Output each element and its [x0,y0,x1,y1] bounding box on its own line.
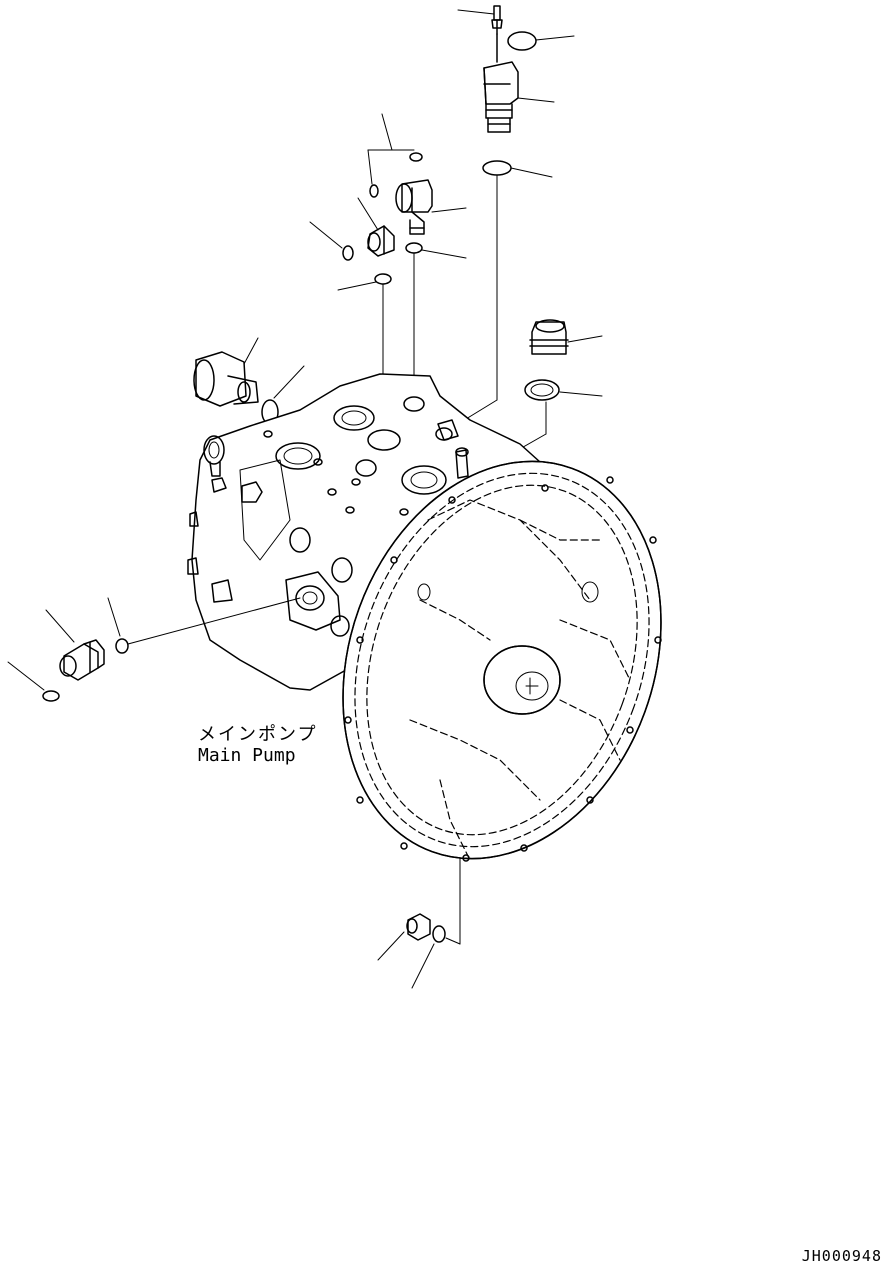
elbow-fitting-1 [395,179,433,235]
o-ring-5 [342,245,354,261]
o-ring-1 [507,31,537,51]
o-ring-3 [409,152,423,162]
elbow-fitting-left [59,639,105,681]
elbow-fitting-2 [367,225,395,257]
drain-plug-bottom [406,913,431,941]
main-pump-label-en: Main Pump [198,745,296,766]
o-ring-11 [432,925,446,943]
o-ring-7 [374,273,392,285]
plug-right [529,319,569,355]
main-pump-label-jp: メインポンプ [198,724,318,745]
pressure-sensor-top [483,5,519,133]
flywheel-housing [342,460,662,862]
o-ring-2 [482,160,512,176]
o-ring-10 [115,638,129,654]
o-ring-9 [42,690,60,702]
leader-lines-top [457,9,575,178]
leader-lines-left [7,597,301,691]
plug-left [193,351,259,407]
drawing-id: JH000948 [801,1247,882,1265]
washer-right [524,379,560,401]
o-ring-6 [405,242,423,254]
leader-lines-bottom [377,857,461,989]
o-ring-4 [369,184,379,198]
